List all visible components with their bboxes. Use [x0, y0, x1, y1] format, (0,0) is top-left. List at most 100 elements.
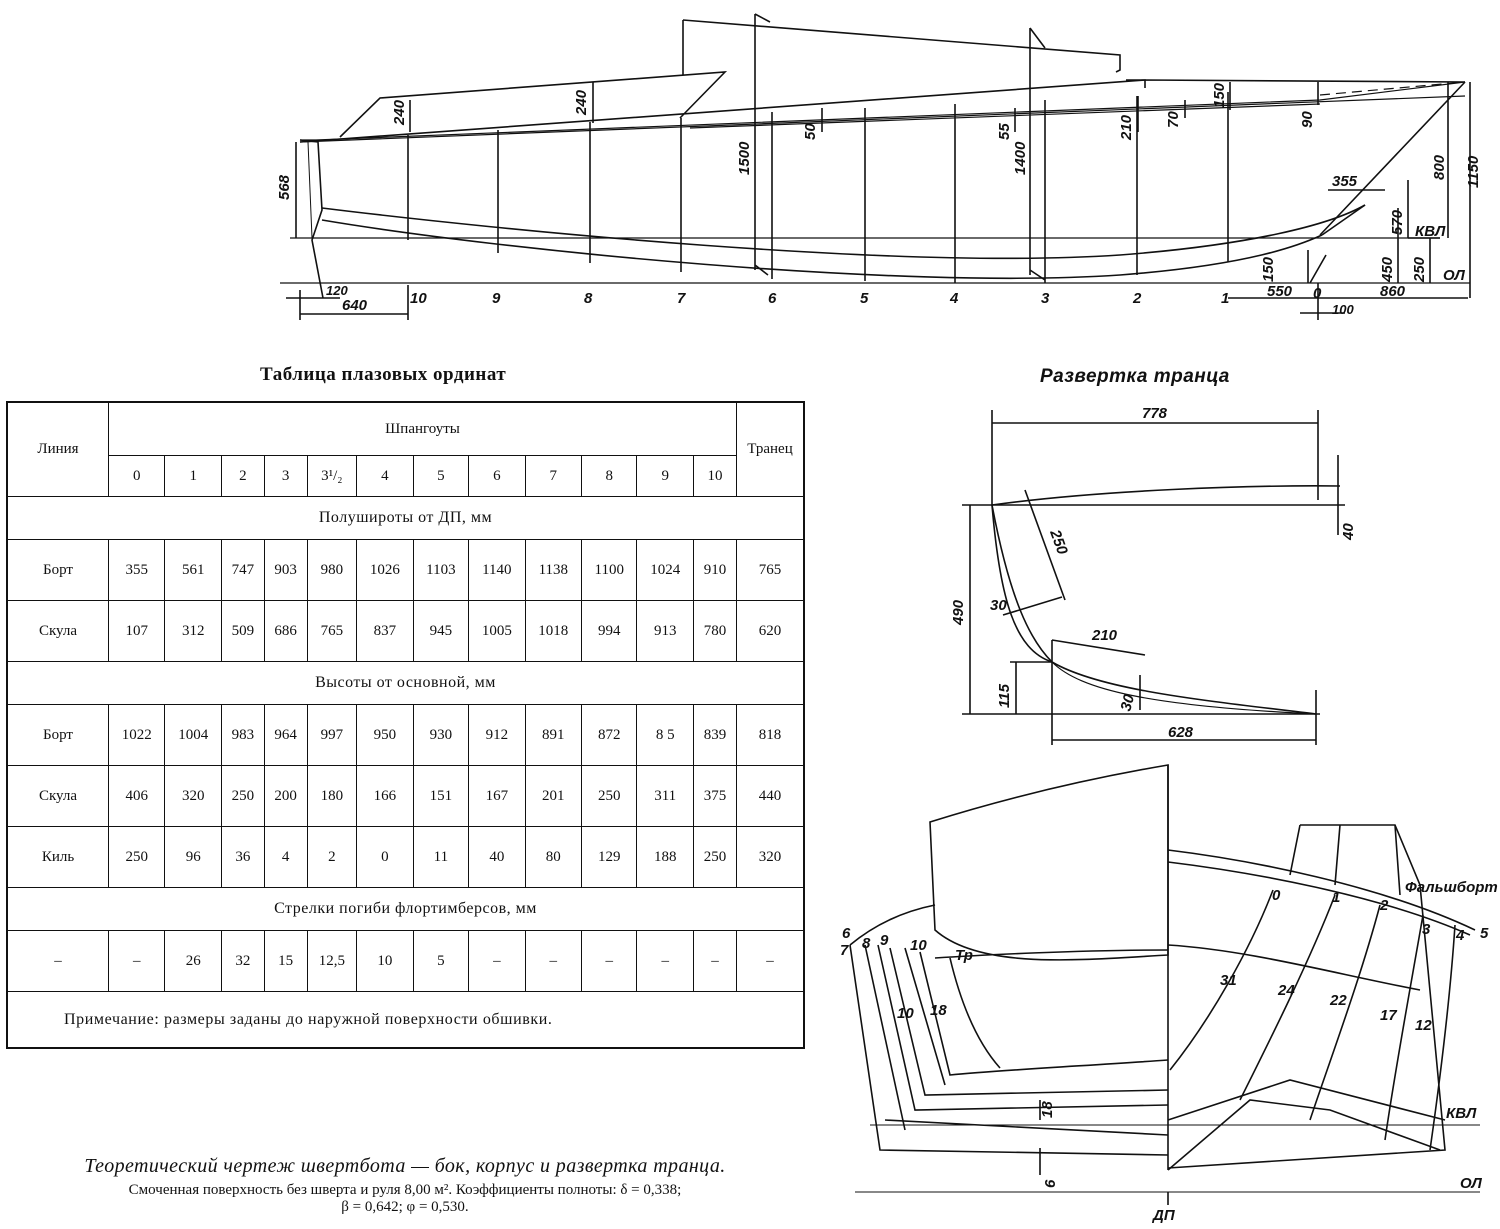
frame-number: 0 [107, 455, 166, 497]
cell: 912 [468, 704, 526, 766]
falshbort-label: Фальшборт [1405, 879, 1498, 896]
cell: 903 [263, 539, 308, 601]
cell: – [581, 930, 638, 992]
cell-transom: 765 [736, 539, 805, 601]
cell: 930 [412, 704, 470, 766]
dim-50: 50 [802, 123, 819, 140]
table-row: Скула 406 320 250 200 180 166 151 167 20… [6, 765, 805, 827]
dim-250: 250 [1411, 256, 1428, 283]
side-profile-drawing: 10 9 8 7 6 5 4 3 2 1 0 120 640 550 860 1… [276, 13, 1482, 320]
station-6: 6 [768, 290, 777, 307]
dim-568: 568 [276, 174, 293, 200]
table-row: Скула 107 312 509 686 765 837 945 1005 1… [6, 600, 805, 662]
frame-number-row: 0 1 2 3 3¹/₂ 4 5 6 7 8 9 10 [7, 455, 804, 497]
station-label-3: 3 [1422, 921, 1431, 938]
frame-number: 4 [356, 455, 414, 497]
cell: 945 [412, 600, 470, 662]
station-10: 10 [410, 290, 427, 307]
cell: 950 [356, 704, 414, 766]
transom-dim-30b: 30 [1117, 692, 1138, 713]
station-label-9: 9 [880, 932, 889, 949]
frame-number: 5 [412, 455, 470, 497]
cell: 686 [263, 600, 308, 662]
row-name: Борт [6, 539, 109, 601]
cell: 180 [306, 765, 358, 827]
dim-1150: 1150 [1465, 155, 1482, 188]
station-3: 3 [1041, 290, 1050, 307]
table-row: – – 26 32 15 12,5 10 5 – – – – – – [6, 930, 805, 992]
cell: 107 [107, 600, 166, 662]
dim-640: 640 [342, 297, 368, 314]
bp-dim-10: 10 [897, 1005, 914, 1022]
bp-dim-12: 12 [1415, 1017, 1432, 1034]
cell: 129 [581, 826, 638, 888]
cell: – [524, 930, 583, 992]
dim-150b: 150 [1260, 256, 1277, 282]
transom-dim-628: 628 [1168, 724, 1194, 741]
cell: 312 [164, 600, 222, 662]
frame-number: 8 [581, 455, 638, 497]
dim-100: 100 [1332, 302, 1354, 317]
caption-line-2: β = 0,642; φ = 0,530. [341, 1199, 469, 1215]
transom-dim-210: 210 [1091, 627, 1118, 644]
cell: 765 [306, 600, 358, 662]
bp-dim-18: 18 [930, 1002, 947, 1019]
cell: 837 [356, 600, 414, 662]
ol-label: ОЛ [1443, 267, 1465, 284]
cell: 26 [164, 930, 222, 992]
transom-title: Развертка транца [1040, 366, 1230, 387]
cell: 355 [107, 539, 166, 601]
bp-dim-17: 17 [1380, 1007, 1397, 1024]
cell: 839 [692, 704, 738, 766]
station-7: 7 [677, 290, 686, 307]
row-name: Борт [6, 704, 109, 766]
cell: 4 [263, 826, 308, 888]
dim-1500: 1500 [736, 141, 753, 175]
table-title: Таблица плазовых ординат [260, 364, 507, 385]
station-2: 2 [1132, 290, 1142, 307]
station-label-6: 6 [842, 925, 851, 942]
section-title: Полуширо‌ты от ДП, мм [6, 496, 805, 540]
bp-ol-label: ОЛ [1460, 1175, 1482, 1192]
cell: 0 [356, 826, 414, 888]
dim-240a: 240 [391, 99, 408, 126]
ordinate-table: Линия Шпангоуты Транец 0 1 2 3 3¹/₂ 4 5 … [6, 401, 805, 1049]
cell: 1103 [412, 539, 470, 601]
dim-120: 120 [326, 283, 348, 298]
dim-210: 210 [1118, 114, 1135, 141]
cell: – [468, 930, 526, 992]
transom-header: Транец [736, 401, 805, 497]
section-title: Стрелки погиби флортимберсов, мм [6, 887, 805, 931]
frame-number: 3¹/₂ [306, 455, 358, 497]
station-label-0: 0 [1272, 887, 1281, 904]
cell: 12,5 [306, 930, 358, 992]
cell: 980 [306, 539, 358, 601]
caption-title: Теоретический чертеж швертбота — бок, ко… [84, 1155, 726, 1177]
cell: 36 [220, 826, 265, 888]
cell: 780 [692, 600, 738, 662]
table-note: Примечание: размеры заданы до наружной п… [6, 991, 805, 1049]
bp-dim-24: 24 [1277, 982, 1295, 999]
bp-dim-18b: 18 [1039, 1101, 1056, 1118]
cell: – [636, 930, 694, 992]
line-header: Линия [6, 401, 109, 497]
dim-800: 800 [1431, 154, 1448, 180]
body-plan-drawing: 6 7 8 9 10 Тр 0 1 2 3 4 5 Фальшборт 10 1… [840, 764, 1498, 1224]
station-label-8: 8 [862, 935, 871, 952]
station-label-2: 2 [1379, 897, 1389, 914]
cell: 891 [524, 704, 583, 766]
frame-number: 1 [164, 455, 222, 497]
frames-header: Шпангоуты [108, 401, 737, 456]
cell: 167 [468, 765, 526, 827]
bp-kvl-label: КВЛ [1446, 1105, 1477, 1122]
cell: 561 [164, 539, 222, 601]
cell: 406 [107, 765, 166, 827]
dim-860: 860 [1380, 283, 1406, 300]
cell: 166 [356, 765, 414, 827]
cell: 1024 [636, 539, 694, 601]
bp-dim-6: 6 [1042, 1179, 1059, 1188]
dim-240b: 240 [573, 89, 590, 116]
cell: 15 [263, 930, 308, 992]
station-4: 4 [949, 290, 959, 307]
transom-dim-490: 490 [950, 599, 967, 626]
